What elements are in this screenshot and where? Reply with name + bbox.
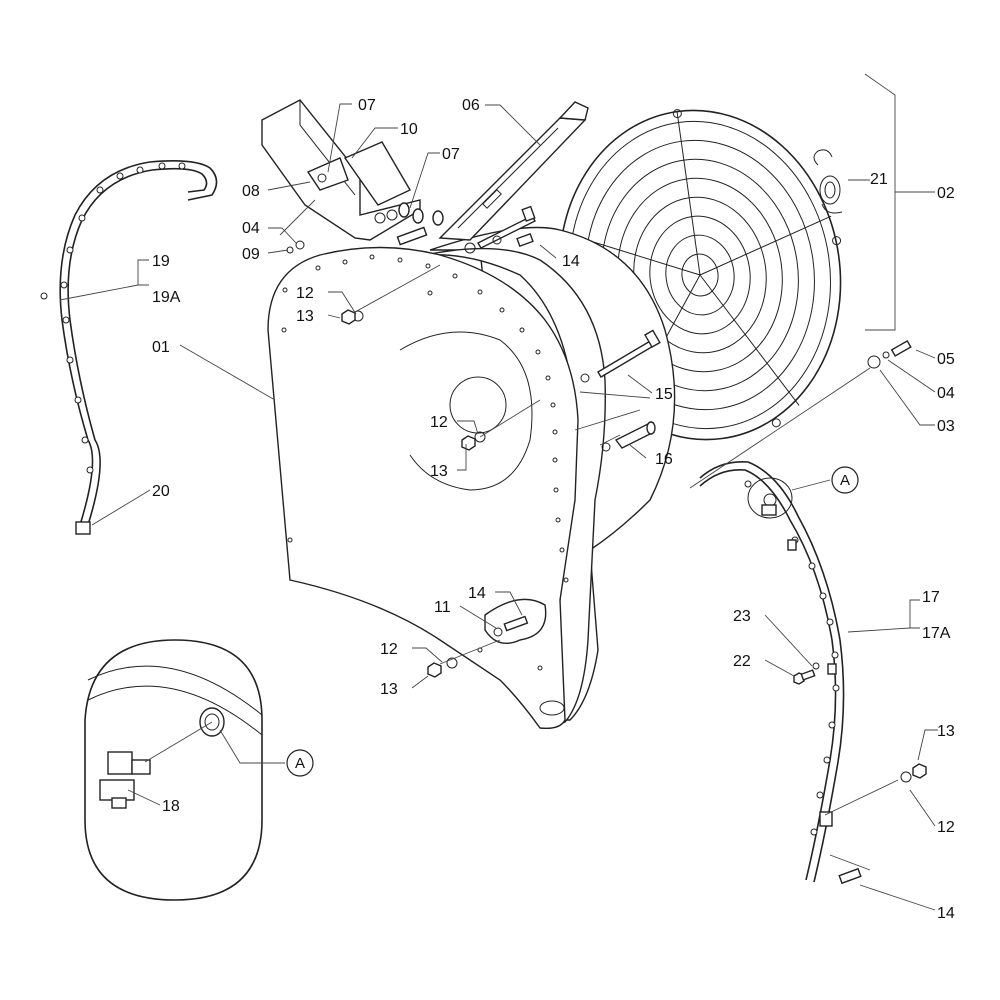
- label-18: 18: [162, 798, 180, 815]
- detail-tag-label: A: [295, 755, 305, 772]
- detail-tag-label: A: [840, 472, 850, 489]
- part-labels: 07 10 06 07 08 04 09 19 19A 01 12 13 12 …: [152, 97, 955, 922]
- label-11: 11: [434, 599, 451, 616]
- label-16: 16: [655, 451, 673, 468]
- label-04: 04: [242, 220, 260, 237]
- tee-fitting: [99, 707, 225, 809]
- label-14: 14: [468, 585, 486, 602]
- label-14: 14: [562, 253, 580, 270]
- label-07: 07: [358, 97, 376, 114]
- label-13: 13: [430, 463, 448, 480]
- label-17: 17: [922, 589, 940, 606]
- label-01: 01: [152, 339, 170, 356]
- label-04: 04: [937, 385, 955, 402]
- label-05: 05: [937, 351, 955, 368]
- label-22: 22: [733, 653, 751, 670]
- label-13: 13: [296, 308, 314, 325]
- upper-bracket: [261, 99, 421, 241]
- label-12: 12: [430, 414, 448, 431]
- label-20: 20: [152, 483, 170, 500]
- label-12: 12: [296, 285, 314, 302]
- label-19: 19: [152, 253, 170, 270]
- detail-callout-circle: [747, 477, 793, 519]
- label-10: 10: [400, 121, 418, 138]
- detail-tag-a-top: A: [831, 466, 859, 494]
- label-06: 06: [462, 97, 480, 114]
- label-12: 12: [380, 641, 398, 658]
- label-15: 15: [655, 386, 673, 403]
- label-13: 13: [937, 723, 955, 740]
- label-23: 23: [733, 608, 751, 625]
- support-bracket: [438, 101, 589, 241]
- label-21: 21: [870, 171, 888, 188]
- leader-lines: [59, 73, 938, 911]
- label-13: 13: [380, 681, 398, 698]
- label-19A: 19A: [152, 289, 181, 306]
- label-02: 02: [937, 185, 955, 202]
- label-17A: 17A: [922, 625, 951, 642]
- spring-clip: [813, 149, 843, 214]
- housing-bolt-holes: [281, 254, 569, 671]
- detail-tag-a-inset: A: [286, 749, 314, 777]
- fan-housing: [267, 226, 676, 730]
- left-nozzle-pipe: [40, 160, 218, 535]
- right-nozzle-pipe: [699, 461, 845, 883]
- label-03: 03: [937, 418, 955, 435]
- fasteners: [286, 202, 927, 885]
- label-12: 12: [937, 819, 955, 836]
- label-09: 09: [242, 246, 260, 263]
- label-07: 07: [442, 146, 460, 163]
- label-14: 14: [937, 905, 955, 922]
- label-08: 08: [242, 183, 260, 200]
- detail-a-inset: [84, 639, 263, 901]
